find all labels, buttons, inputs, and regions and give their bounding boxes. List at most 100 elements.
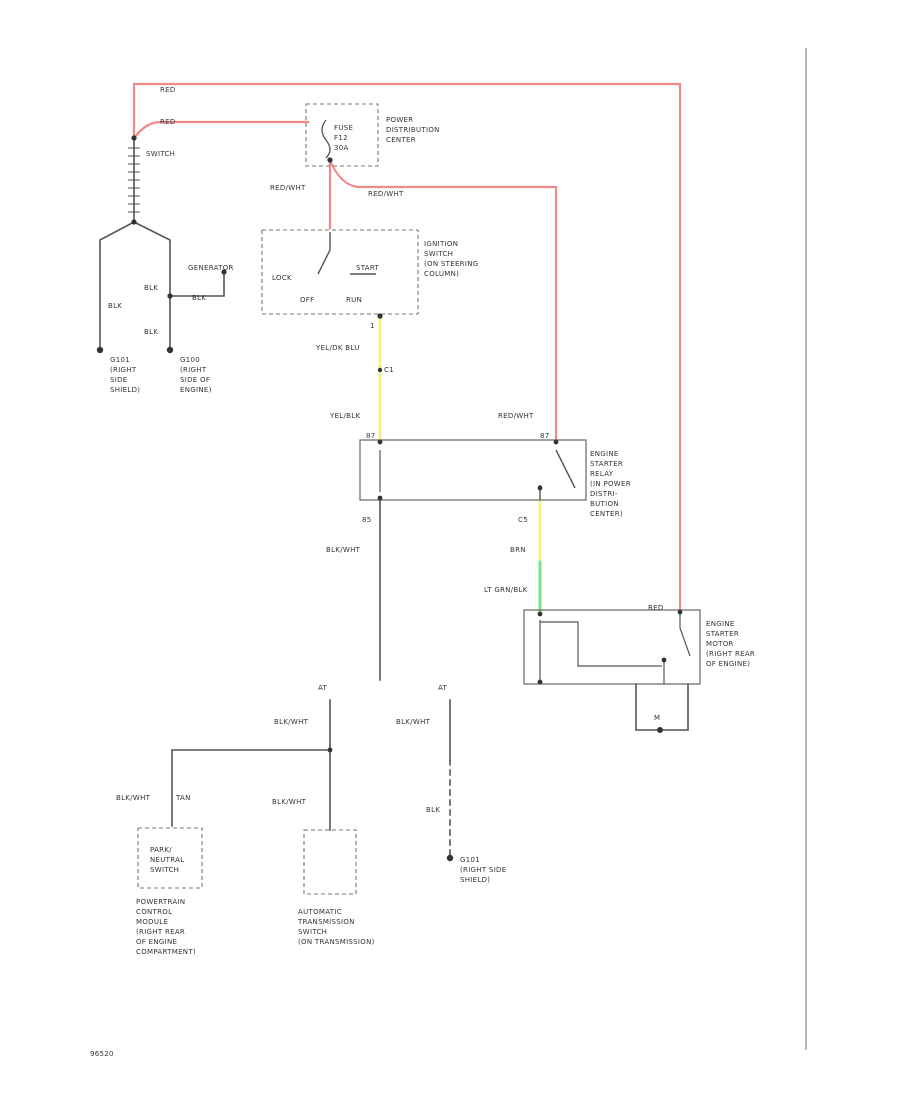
ignition-switch-box bbox=[261, 229, 419, 315]
label-g101-4: SHIELD) bbox=[110, 386, 140, 394]
label-blk-mid: BLK bbox=[144, 284, 158, 292]
black-wire-fork bbox=[99, 220, 171, 349]
label-g100-2: (RIGHT bbox=[180, 366, 207, 374]
label-ign-2: SWITCH bbox=[424, 250, 453, 258]
label-blkwht-at1: BLK/WHT bbox=[274, 718, 309, 726]
label-ign-3: (ON STEERING bbox=[424, 260, 478, 268]
label-g101b-1: G101 bbox=[460, 856, 480, 864]
black-wire-generator bbox=[169, 271, 225, 297]
label-redwht-relay: RED/WHT bbox=[498, 412, 534, 420]
connection-dots bbox=[96, 135, 683, 862]
label-g101-1: G101 bbox=[110, 356, 130, 364]
pdc-fuse-symbol bbox=[321, 119, 331, 159]
label-tan: TAN bbox=[175, 794, 191, 802]
starter-relay-box bbox=[359, 439, 587, 501]
label-fuse-1: FUSE bbox=[334, 124, 353, 132]
label-g100-4: ENGINE) bbox=[180, 386, 212, 394]
label-relay-1: ENGINE bbox=[590, 450, 619, 458]
label-pn-3: SWITCH bbox=[150, 866, 179, 874]
label-g101-3: SIDE bbox=[110, 376, 128, 384]
label-blk-lower: BLK bbox=[144, 328, 158, 336]
red-wire-battery-to-starter bbox=[132, 82, 682, 614]
label-blkwht-tan: BLK/WHT bbox=[116, 794, 151, 802]
pdc-box bbox=[305, 103, 379, 167]
label-ign-4: COLUMN) bbox=[424, 270, 459, 278]
label-pcm-3: MODULE bbox=[136, 918, 168, 926]
label-relay-7: CENTER) bbox=[590, 510, 623, 518]
label-pin-c5: C5 bbox=[518, 516, 528, 524]
label-blk-left: BLK bbox=[108, 302, 122, 310]
label-ltgrnblk: LT GRN/BLK bbox=[484, 586, 528, 594]
label-run: RUN bbox=[346, 296, 362, 304]
label-generator: GENERATOR bbox=[188, 264, 234, 272]
label-m: M bbox=[654, 714, 660, 722]
ignition-contact bbox=[317, 232, 376, 275]
label-blk-run: BLK bbox=[192, 294, 206, 302]
relay-switch-contact bbox=[539, 449, 576, 500]
label-blkwht-at2: BLK/WHT bbox=[396, 718, 431, 726]
label-ats-3: SWITCH bbox=[298, 928, 327, 936]
label-pdc-3: CENTER bbox=[386, 136, 416, 144]
label-pn-1: PARK/ bbox=[150, 846, 172, 854]
label-motor-1: ENGINE bbox=[706, 620, 735, 628]
label-g101-2: (RIGHT bbox=[110, 366, 137, 374]
red-wire-switch-to-pdc bbox=[132, 120, 310, 140]
label-g101b-3: SHIELD) bbox=[460, 876, 490, 884]
label-red-switch: RED bbox=[160, 118, 176, 126]
label-red-motor: RED bbox=[648, 604, 664, 612]
footer-code: 96520 bbox=[90, 1050, 114, 1058]
starter-motor-box bbox=[523, 609, 701, 685]
park-neutral-switch-box bbox=[137, 827, 203, 889]
label-ats-2: TRANSMISSION bbox=[297, 918, 355, 926]
label-relay-4: (IN POWER bbox=[590, 480, 631, 488]
label-pcm-4: (RIGHT REAR bbox=[136, 928, 185, 936]
label-relay-pin-a: 87 bbox=[366, 432, 376, 440]
label-at-left: AT bbox=[318, 684, 328, 692]
label-ign-1: IGNITION bbox=[424, 240, 458, 248]
label-blkwht-relay: BLK/WHT bbox=[326, 546, 361, 554]
label-pcm-2: CONTROL bbox=[136, 908, 172, 916]
label-red-top: RED bbox=[160, 86, 176, 94]
label-relay-2: STARTER bbox=[590, 460, 623, 468]
label-lock: LOCK bbox=[272, 274, 292, 282]
label-ats-1: AUTOMATIC bbox=[298, 908, 342, 916]
label-at-right: AT bbox=[438, 684, 448, 692]
label-yelblk-mid: YEL/BLK bbox=[329, 412, 360, 420]
label-switch: SWITCH bbox=[146, 150, 175, 158]
label-redwht-right: RED/WHT bbox=[368, 190, 404, 198]
label-pdc-1: POWER bbox=[386, 116, 413, 124]
label-relay-5: DISTRI- bbox=[590, 490, 618, 498]
label-yelblk-pin: C1 bbox=[384, 366, 394, 374]
label-relay-6: BUTION bbox=[590, 500, 619, 508]
label-g101b-2: (RIGHT SIDE bbox=[460, 866, 506, 874]
label-fuse-2: F12 bbox=[334, 134, 348, 142]
label-start: START bbox=[356, 264, 380, 272]
label-motor-5: OF ENGINE) bbox=[706, 660, 750, 668]
label-motor-4: (RIGHT REAR bbox=[706, 650, 755, 658]
label-motor-2: STARTER bbox=[706, 630, 739, 638]
label-off: OFF bbox=[300, 296, 314, 304]
label-blkwht-auto: BLK/WHT bbox=[272, 798, 307, 806]
label-g100-1: G100 bbox=[180, 356, 200, 364]
label-pdc-2: DISTRIBUTION bbox=[386, 126, 440, 134]
label-blk-ground: BLK bbox=[426, 806, 440, 814]
label-ats-4: (ON TRANSMISSION) bbox=[298, 938, 375, 946]
label-yelblk-top: YEL/DK BLU bbox=[315, 344, 360, 352]
label-pcm-1: POWERTRAIN bbox=[136, 898, 185, 906]
red-wire-pdc-to-relay bbox=[328, 158, 558, 442]
label-pcm-6: COMPARTMENT) bbox=[136, 948, 196, 956]
label-redwht-left: RED/WHT bbox=[270, 184, 306, 192]
label-fuse-3: 30A bbox=[334, 144, 349, 152]
label-ign-pin: 1 bbox=[370, 322, 375, 330]
label-pcm-5: OF ENGINE bbox=[136, 938, 177, 946]
black-wire-motor-ground bbox=[635, 683, 689, 731]
motor-solenoid bbox=[539, 614, 691, 684]
label-pin-85: 85 bbox=[362, 516, 372, 524]
switch-coil bbox=[128, 147, 140, 213]
label-relay-pin-b: 87 bbox=[540, 432, 550, 440]
black-wire-at-branch bbox=[171, 749, 331, 827]
label-motor-3: MOTOR bbox=[706, 640, 734, 648]
label-pn-2: NEUTRAL bbox=[150, 856, 184, 864]
label-brn: BRN bbox=[510, 546, 526, 554]
